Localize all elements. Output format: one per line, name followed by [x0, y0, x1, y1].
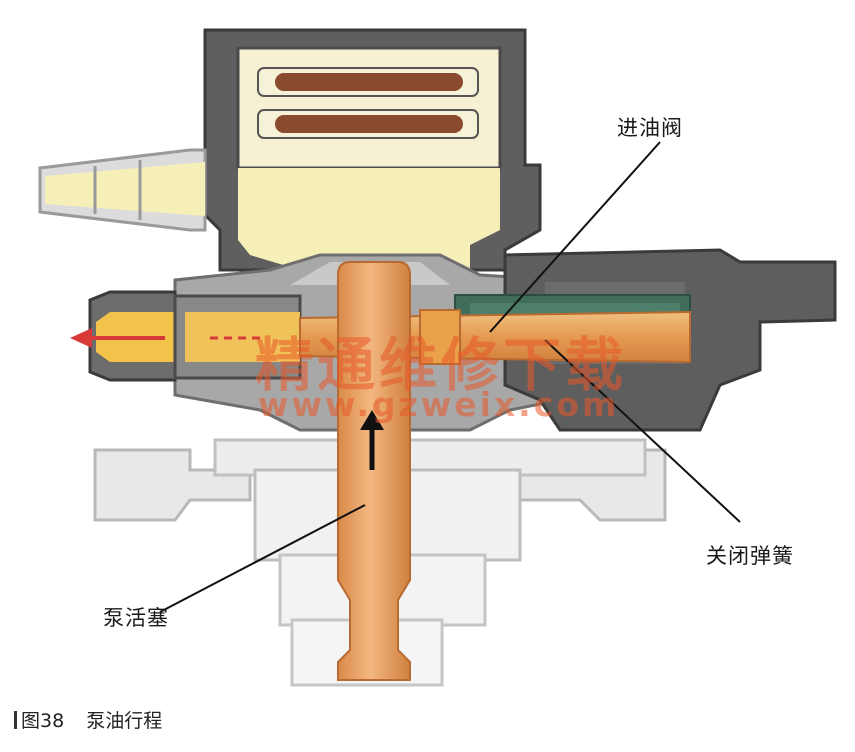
fuel-flow-arrows	[70, 328, 260, 348]
figure-number: 图38	[21, 710, 65, 732]
pump-piston-label: 泵活塞	[103, 606, 169, 630]
watermark-name: 精通维修下载	[255, 331, 628, 399]
inlet-valve-label: 进油阀	[617, 116, 683, 140]
caption-bar	[14, 711, 17, 729]
pump-piston	[337, 261, 411, 681]
fuel-chamber	[238, 168, 500, 270]
leader-lines	[159, 141, 741, 613]
figure-caption: 图38 泵油行程	[14, 706, 162, 733]
inlet-nipple	[38, 148, 207, 232]
watermark-url: www.gzweix.com	[258, 385, 620, 424]
figure-title: 泵油行程	[86, 710, 163, 732]
closing-spring-label: 关闭弹簧	[706, 544, 794, 568]
